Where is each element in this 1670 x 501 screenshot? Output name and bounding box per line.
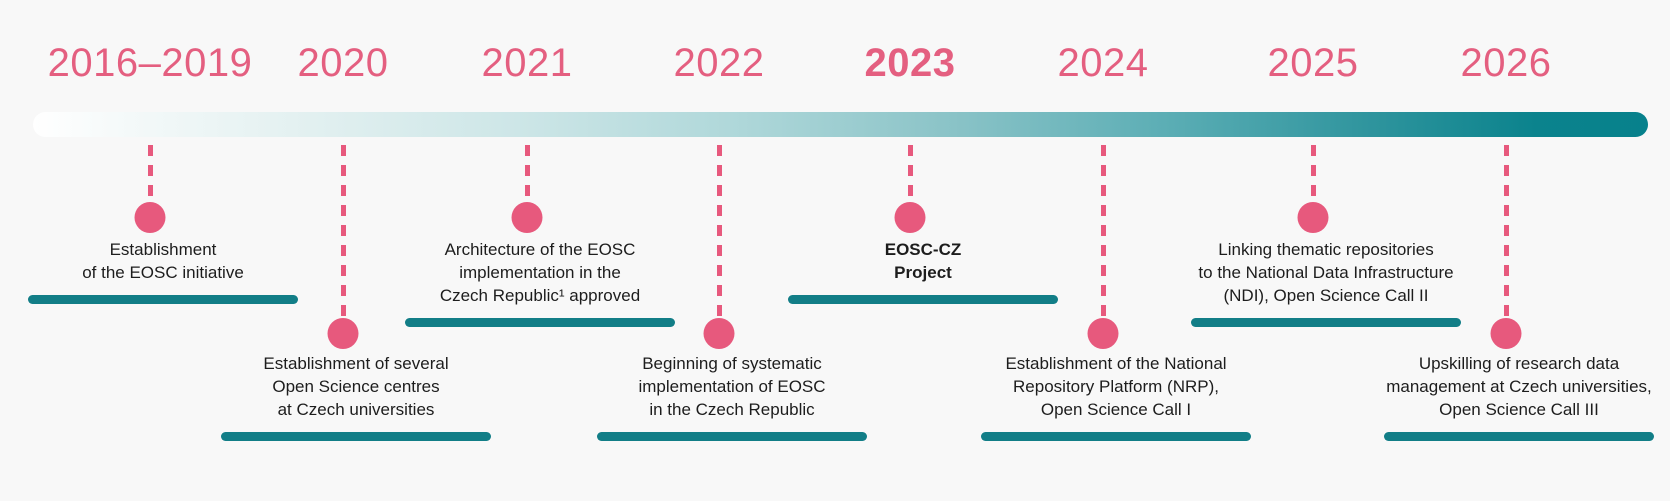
dashed-connector [1100,145,1106,318]
year-label: 2021 [481,41,573,85]
year-label: 2022 [673,41,765,85]
event-underline-bar [597,432,867,441]
dashed-connector [340,145,346,318]
dashed-connector [1503,145,1509,318]
event-underline-bar [28,295,298,304]
year-label: 2020 [297,41,389,85]
event-dot [894,202,926,233]
event-description: Establishment of the EOSC initiative [82,240,244,282]
year-label: 2026 [1460,41,1552,85]
event-dot [511,202,543,233]
event-underline-bar [1191,318,1461,327]
event-description: Establishment of several Open Science ce… [263,354,449,419]
event-dot [1087,318,1119,349]
event-underline-bar [981,432,1251,441]
dashed-connector [1310,145,1316,202]
year-label: 2023 [864,41,956,85]
year-label: 2016–2019 [47,41,253,85]
dashed-connector [907,145,913,202]
event-underline-bar [788,295,1058,304]
event-dot [703,318,735,349]
event-underline-bar [1384,432,1654,441]
event-dot [134,202,166,233]
timeline-gradient-bar [33,112,1648,137]
dashed-connector [524,145,530,202]
dashed-connector [147,145,153,202]
event-description: Beginning of systematic implementation o… [638,354,826,419]
year-label: 2024 [1057,41,1149,85]
event-description: Upskilling of research data management a… [1386,354,1652,419]
event-description: Linking thematic repositories to the Nat… [1198,240,1454,305]
event-dot [1490,318,1522,349]
event-underline-bar [405,318,675,327]
year-label: 2025 [1267,41,1359,85]
event-description: Establishment of the National Repository… [1005,354,1227,419]
event-dot [1297,202,1329,233]
event-description: Architecture of the EOSC implementation … [439,240,641,305]
event-dot [327,318,359,349]
dashed-connector [716,145,722,318]
event-underline-bar [221,432,491,441]
event-description: EOSC-CZ Project [884,240,962,282]
